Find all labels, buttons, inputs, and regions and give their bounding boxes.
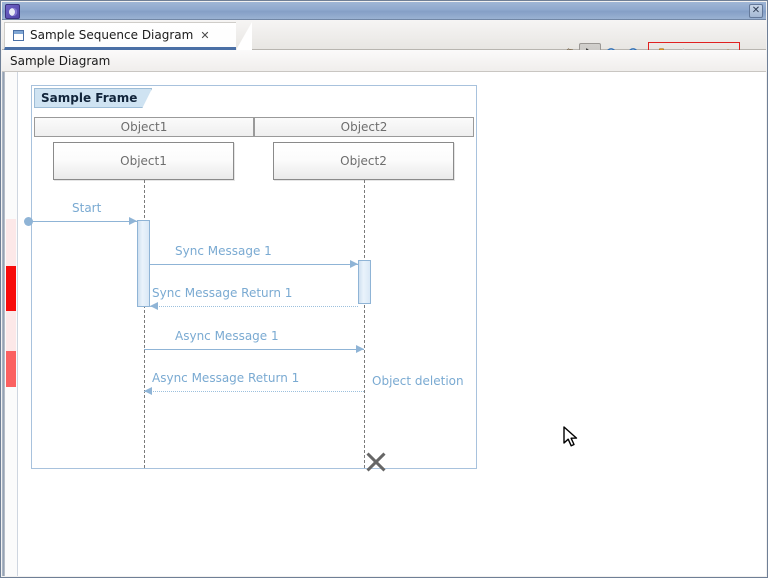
message-line-3[interactable] xyxy=(144,349,364,350)
document-icon xyxy=(13,29,24,41)
message-arrowhead-4 xyxy=(144,387,152,395)
mouse-cursor xyxy=(563,426,578,447)
message-arrowhead-1 xyxy=(350,260,358,268)
frame-label: Sample Frame xyxy=(34,88,152,108)
app-icon xyxy=(5,4,20,19)
message-line-1[interactable] xyxy=(150,264,358,265)
message-label-2: Sync Message Return 1 xyxy=(152,286,293,300)
lifeline-header-object2[interactable]: Object2 xyxy=(254,117,474,137)
ruler-edge xyxy=(2,72,5,576)
tab-close-icon[interactable]: ✕ xyxy=(200,28,210,42)
message-label-0: Start xyxy=(72,201,102,215)
lifeline-box-object2[interactable]: Object2 xyxy=(273,142,454,180)
found-message-dot xyxy=(24,217,33,226)
lifeline-header-object1[interactable]: Object1 xyxy=(34,117,254,137)
lifeline-box-object1[interactable]: Object1 xyxy=(53,142,234,180)
message-arrowhead-3 xyxy=(356,345,364,353)
message-label-4: Async Message Return 1 xyxy=(152,371,300,385)
annotation-ruler[interactable] xyxy=(2,72,18,576)
destruction-x-icon xyxy=(364,450,388,474)
ruler-error-marker[interactable] xyxy=(6,266,16,311)
tab-sample-sequence-diagram[interactable]: Sample Sequence Diagram ✕ xyxy=(4,22,252,50)
ruler-error-marker[interactable] xyxy=(6,351,16,387)
tab-label: Sample Sequence Diagram xyxy=(30,28,194,42)
object-deletion-label: Object deletion xyxy=(372,374,464,388)
lifeline-dashed-line-object2 xyxy=(364,180,365,468)
lifeline-dashed-line-object1 xyxy=(144,180,145,468)
editor-tab-bar: Sample Sequence Diagram ✕ xyxy=(2,20,766,66)
title-bar: ✕ xyxy=(2,2,766,20)
message-label-3: Async Message 1 xyxy=(175,329,279,343)
message-label-1: Sync Message 1 xyxy=(175,244,272,258)
message-line-2[interactable] xyxy=(150,306,358,307)
message-line-4[interactable] xyxy=(144,391,364,392)
activation-bar-object2[interactable] xyxy=(358,260,371,304)
breadcrumb-label: Sample Diagram xyxy=(10,53,111,68)
window-close-button[interactable]: ✕ xyxy=(749,4,763,18)
breadcrumb: Sample Diagram xyxy=(2,50,766,72)
message-arrowhead-0 xyxy=(129,217,137,225)
message-arrowhead-2 xyxy=(150,302,158,310)
activation-bar-object1[interactable] xyxy=(137,220,150,307)
message-line-0[interactable] xyxy=(28,221,137,222)
